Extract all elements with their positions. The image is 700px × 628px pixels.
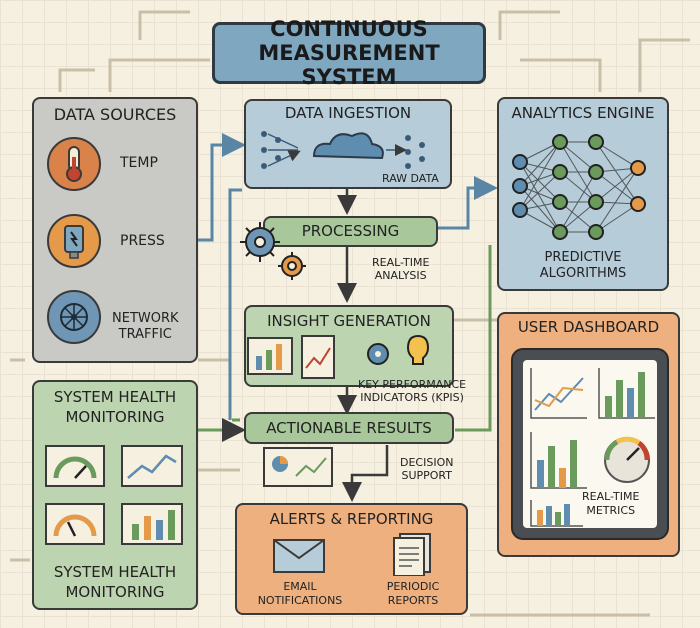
network-icon [47,290,101,344]
kpi-note: KEY PERFORMANCE INDICATORS (KPIs) [358,378,466,404]
predictive-algorithms-caption: PREDICTIVE ALGORITHMS [497,250,669,282]
dashboard-caption-line-2: METRICS [586,504,636,517]
health-footer-line-1: SYSTEM HEALTH [53,563,177,581]
system-health-panel [32,380,198,610]
title-line-1: CONTINUOUS [270,17,428,41]
diagram-title: CONTINUOUS MEASUREMENT SYSTEM [212,17,486,89]
kpi-note-line-2: INDICATORS (KPIs) [360,391,464,404]
email-notifications-caption: EMAIL NOTIFICATIONS [248,580,352,608]
health-heading-line-2: MONITORING [65,408,165,426]
analytics-caption-line-1: PREDICTIVE [544,250,622,265]
email-caption-line-2: NOTIFICATIONS [257,594,343,607]
email-caption-line-1: EMAIL [283,580,317,593]
gears-icon [240,222,306,280]
dashboard-charts-icon [530,368,655,527]
analysis-note-line-2: ANALYSIS [374,269,427,282]
processing-bar [263,216,438,247]
actionable-results-bar [244,412,454,444]
system-health-footer: SYSTEM HEALTH MONITORING [32,562,198,602]
health-heading-line-1: SYSTEM HEALTH [53,388,177,406]
insight-icons [247,334,430,379]
alerts-reporting-heading: ALERTS & REPORTING [269,510,434,528]
documents-icon [393,533,431,576]
real-time-metrics-caption: REAL-TIME METRICS [582,490,639,518]
dashboard-caption-line-1: REAL-TIME [582,490,640,503]
kpi-note-line-1: KEY PERFORMANCE [358,378,467,391]
health-monitor-icons [45,445,183,545]
network-label-line-2: TRAFFIC [118,327,172,342]
data-sources-heading: DATA SOURCES [53,105,177,124]
analytics-caption-line-2: ALGORITHMS [539,266,627,281]
processing-label: PROCESSING [301,222,400,240]
title-line-2: MEASUREMENT SYSTEM [258,41,440,89]
raw-data-caption: RAW DATA [382,172,439,185]
system-health-heading: SYSTEM HEALTH MONITORING [32,387,198,427]
envelope-icon [273,539,325,573]
data-ingestion-heading: DATA INGESTION [284,104,412,122]
insight-generation-heading: INSIGHT GENERATION [267,312,431,330]
analysis-note-line-1: REAL-TIME [372,256,430,269]
network-traffic-label: NETWORK TRAFFIC [112,311,179,343]
health-footer-line-2: MONITORING [65,583,165,601]
decision-note-line-2: SUPPORT [401,469,452,482]
neural-network-icon [512,134,646,240]
network-label-line-1: NETWORK [112,311,179,326]
thermometer-icon [47,137,101,191]
temp-label: TEMP [120,155,158,171]
periodic-reports-caption: PERIODIC REPORTS [370,580,456,608]
report-screen-icon [263,447,333,487]
pressure-sensor-icon [47,214,101,268]
decision-support-note: DECISION SUPPORT [400,456,453,482]
decision-note-line-1: DECISION [400,456,454,469]
user-dashboard-heading: USER DASHBOARD [517,318,660,336]
data-flow-icon [261,131,425,169]
actionable-results-label: ACTIONABLE RESULTS [266,419,432,437]
real-time-analysis-note: REAL-TIME ANALYSIS [372,256,429,282]
reports-caption-line-1: PERIODIC [386,580,440,593]
analytics-engine-heading: ANALYTICS ENGINE [511,104,655,122]
reports-caption-line-2: REPORTS [387,594,439,607]
press-label: PRESS [120,233,165,249]
tablet-screen [523,360,657,528]
tablet-device [511,348,669,540]
